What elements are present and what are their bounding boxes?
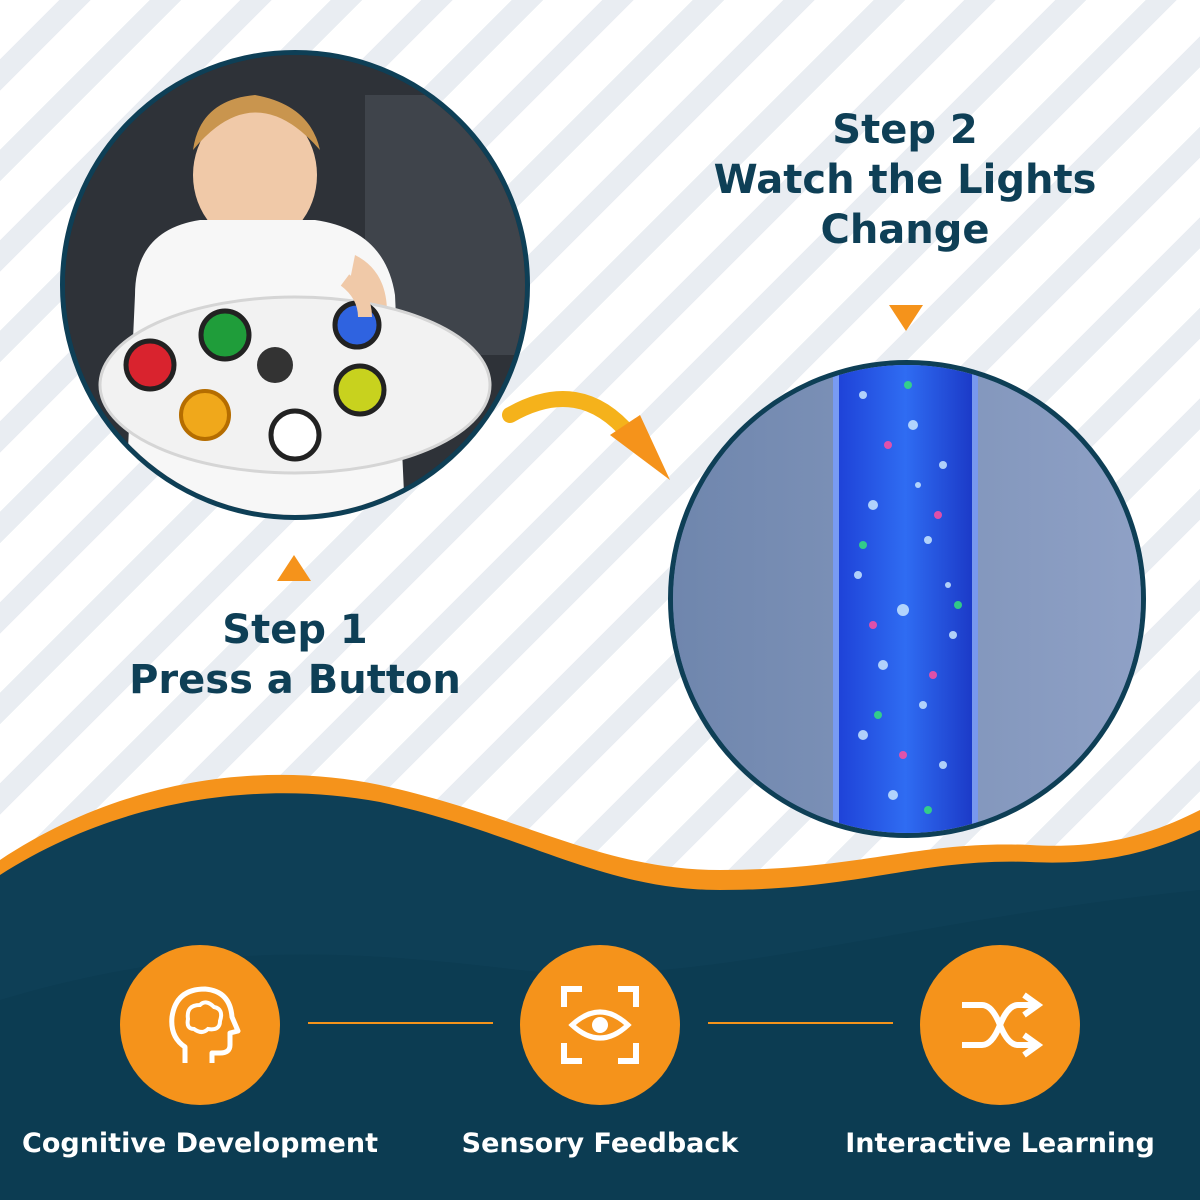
step1-title: Step 1 xyxy=(222,607,368,653)
connector-line xyxy=(708,1022,893,1024)
step2-caption: Step 2 Watch the Lights Change xyxy=(680,105,1130,255)
eye-scan-icon xyxy=(520,945,680,1105)
feature-label: Interactive Learning xyxy=(845,1128,1155,1159)
shuffle-icon xyxy=(920,945,1080,1105)
toy-illustration xyxy=(65,55,525,515)
bubble-tube-lights-photo xyxy=(668,360,1146,838)
step2-pointer-icon xyxy=(889,305,923,331)
step1-text: Press a Button xyxy=(129,657,461,703)
step1-pointer-icon xyxy=(277,555,311,581)
feature-label: Sensory Feedback xyxy=(461,1128,739,1159)
step2-line3: Change xyxy=(820,207,990,253)
curved-arrow-icon xyxy=(502,391,670,480)
step2-line2: Watch the Lights xyxy=(713,157,1097,203)
step2-line1: Step 2 xyxy=(832,107,978,153)
feature-label: Cognitive Development xyxy=(22,1128,378,1159)
step1-caption: Step 1 Press a Button xyxy=(90,605,500,705)
bubble-tube-illustration xyxy=(673,365,1141,833)
child-pressing-button-photo xyxy=(60,50,530,520)
brain-head-icon xyxy=(120,945,280,1105)
connector-line xyxy=(308,1022,493,1024)
